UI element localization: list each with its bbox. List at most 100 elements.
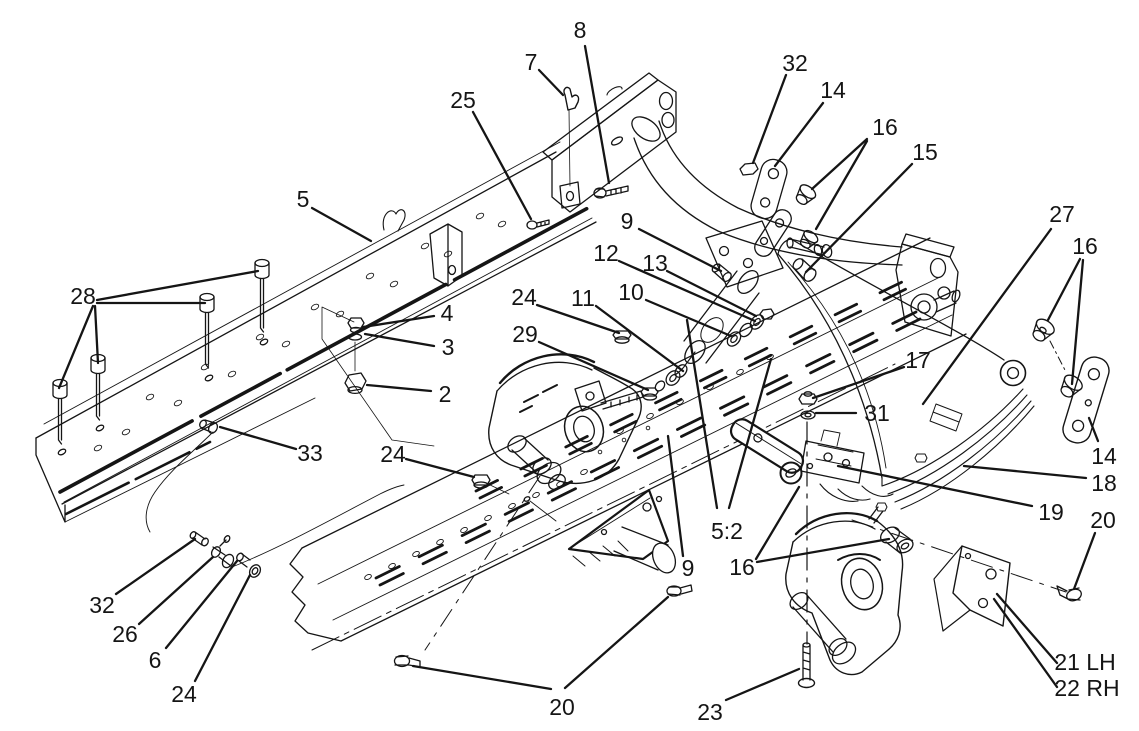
callout-13-12: 13 [642,250,758,318]
flange-nut-24 [471,474,510,495]
leader-line [814,139,869,231]
leaf-spring [777,238,1035,510]
line-fittings [145,419,405,578]
leader-line [93,304,100,365]
leader-line [804,162,914,274]
callout-11-15: 11 [571,285,685,373]
leader-line [811,365,906,400]
rear-cross-beam [542,72,677,213]
callout-label: 21 LH [1054,649,1115,675]
housing-bushings [507,435,566,491]
spring-plate-19 [800,429,865,484]
leader-line [665,269,758,318]
callout-22-rh-39: 22 RH [992,597,1120,701]
callout-label: 10 [618,279,644,305]
fastener-stack-2-3-4 [321,306,435,447]
callout-9-10: 9 [621,208,723,273]
leader-line [685,318,719,510]
callout-20-26: 20 [1072,507,1116,591]
hook-tab [382,209,406,232]
caster-housing-left [424,353,644,651]
callout-17-21: 17 [811,347,931,400]
fitting-26 [210,535,235,569]
leader-line [471,110,533,221]
bushing-16 [1060,374,1083,398]
callout-16-31: 16 [729,485,891,580]
hex-bolt-20 [393,654,421,668]
callout-5-2-29: 5:2 [685,318,773,544]
callout-label: 20 [549,694,575,720]
callout-24-35: 24 [171,573,252,707]
left-frame-rail [35,141,597,523]
leader-line [137,555,215,626]
leader-line [754,485,801,561]
pin-9 [711,263,732,283]
callout-label: 25 [450,87,476,113]
callout-label: 8 [574,17,587,43]
bolt-23 [797,642,816,689]
callout-18-24: 18 [962,464,1117,496]
callout-label: 16 [729,554,755,580]
leader-line [361,314,436,329]
leader-line [310,206,373,243]
callout-16-5: 16 [810,114,898,231]
leader-line [404,457,476,479]
leader-line [537,340,650,392]
rear-frame-tube [631,116,903,266]
callout-14-23: 14 [1087,416,1117,469]
callout-label: 11 [571,285,595,311]
leader-line [594,304,685,373]
callout-14-4: 14 [773,77,846,168]
leader-line [95,269,260,302]
callout-21-lh-38: 21 LH [995,592,1116,675]
leader-line [411,664,553,691]
callout-label: 32 [89,592,115,618]
callout-32-32: 32 [89,537,197,618]
callout-label: 4 [441,300,454,326]
leader-line [583,44,611,185]
leader-line [193,573,252,683]
leader-line [836,464,1034,508]
callout-label: 29 [512,321,538,347]
shock-absorber [654,269,775,392]
leader-line [810,137,869,191]
rear-shackle [1032,318,1110,444]
leader-line [962,464,1088,480]
bolt [254,258,270,346]
callout-label: 13 [642,250,668,276]
arm-bracket-21-22 [933,545,1011,632]
bolt [90,353,106,432]
spring-clip [929,403,963,432]
callout-16-8: 16 [1046,233,1098,386]
leader-line [114,537,197,596]
callout-9-30: 9 [666,434,694,581]
callout-label: 19 [1038,499,1064,525]
callout-29-19: 29 [512,321,650,392]
callout-19-25: 19 [836,464,1064,525]
bushing-16 [1032,318,1055,342]
washer-31 [800,410,816,420]
leader-line [1046,257,1082,322]
callout-6-34: 6 [149,559,239,673]
bushing-16 [795,184,817,206]
hex-bolt-20 [666,584,693,597]
washer-24 [248,564,262,578]
leader-line [537,68,565,97]
retainer-clip [563,86,580,187]
callout-27-7: 27 [921,201,1075,406]
callout-28-16: 28 [57,269,260,390]
callout-26-33: 26 [112,555,215,647]
callout-10-13: 10 [618,279,733,338]
callout-label: 15 [912,139,938,165]
hex-bolt-20 [1056,585,1082,602]
leader-line [57,304,95,390]
leader-line [992,597,1059,689]
callout-label: 2 [439,381,452,407]
leader-line [365,383,433,393]
callout-label: 5:2 [711,518,743,544]
callout-8-0: 8 [574,17,611,185]
leader-line [727,357,773,510]
